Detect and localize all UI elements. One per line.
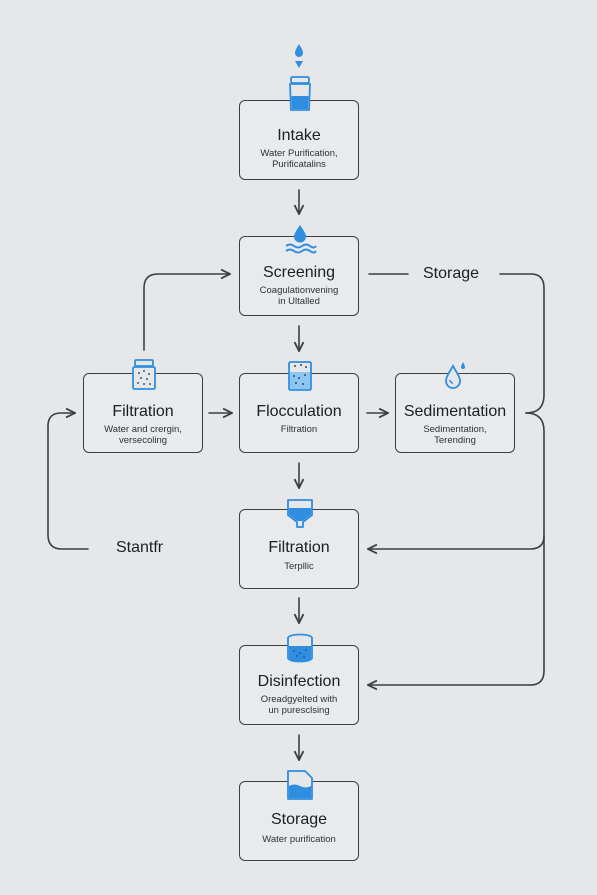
node-flocculation-sub-line1: Filtration bbox=[280, 424, 318, 435]
line-sedimentation-down bbox=[525, 412, 545, 686]
node-storage-sub-line1: Water purification bbox=[262, 834, 336, 845]
arrow-to-filtration bbox=[368, 535, 545, 549]
bracket-storage-sedimentation bbox=[499, 273, 545, 414]
node-intake: Intake Water Purification, Purificatalin… bbox=[239, 100, 359, 180]
arrow-loop-into-filtration bbox=[47, 413, 89, 550]
water-drop-waves-icon bbox=[285, 225, 317, 254]
node-intake-subtitle: Water Purification, Purificatalins bbox=[244, 148, 354, 170]
node-storage-subtitle: Water purification bbox=[244, 834, 354, 845]
storage-side-label: Storage bbox=[423, 265, 480, 282]
node-intake-sub-line2: Purificatalins bbox=[272, 159, 326, 170]
node-filtration-center-title: Filtration bbox=[268, 539, 330, 556]
node-disinfection-title: Disinfection bbox=[257, 673, 341, 690]
drip-icon bbox=[295, 44, 303, 68]
node-intake-title: Intake bbox=[277, 127, 321, 144]
node-screening-subtitle: Coagulationvening in Ultalled bbox=[244, 285, 354, 307]
node-sedimentation-subtitle: Sedimentation, Terending bbox=[400, 424, 510, 446]
node-sedimentation-title: Sedimentation bbox=[403, 403, 507, 420]
node-screening-sub-line2: in Ultalled bbox=[278, 296, 320, 307]
node-filtration-center-subtitle: Terpllic bbox=[244, 561, 354, 572]
node-disinfection-sub-line1: Oreadgyelted with bbox=[260, 694, 338, 705]
node-disinfection-sub-line2: un puresclsing bbox=[268, 705, 330, 716]
node-filtration-left-sub-line1: Water and crergin, bbox=[104, 424, 182, 435]
node-filtration-center-sub-line1: Terpllic bbox=[284, 561, 314, 572]
stantfr-label: Stantfr bbox=[116, 539, 164, 556]
droplet-icon bbox=[445, 362, 465, 389]
arrow-filtration-to-screening bbox=[143, 274, 230, 351]
sediment-tank-icon bbox=[288, 361, 312, 391]
node-flocculation-title: Flocculation bbox=[256, 403, 342, 420]
storage-tank-icon bbox=[287, 770, 313, 800]
node-screening-title: Screening bbox=[262, 264, 336, 281]
node-sedimentation-sub-line2: Terending bbox=[434, 435, 476, 446]
water-tank-icon bbox=[287, 633, 313, 663]
node-screening-sub-line1: Coagulationvening bbox=[259, 285, 339, 296]
water-jug-icon bbox=[289, 76, 311, 111]
node-flocculation-subtitle: Filtration bbox=[244, 424, 354, 435]
node-screening: Screening Coagulationvening in Ultalled bbox=[239, 236, 359, 316]
node-intake-sub-line1: Water Purification, bbox=[260, 148, 338, 159]
node-sedimentation-sub-line1: Sedimentation, bbox=[423, 424, 487, 435]
filter-bin-icon bbox=[132, 359, 156, 390]
node-filtration-left-title: Filtration bbox=[112, 403, 174, 420]
filter-funnel-icon bbox=[287, 499, 313, 528]
node-filtration-left-subtitle: Water and crergin, versecoling bbox=[88, 424, 198, 446]
node-disinfection: Disinfection Oreadgyelted with un puresc… bbox=[239, 645, 359, 725]
node-filtration-left-sub-line2: versecoling bbox=[118, 435, 168, 446]
node-storage-title: Storage bbox=[270, 811, 328, 828]
node-disinfection-subtitle: Oreadgyelted with un puresclsing bbox=[244, 694, 354, 716]
